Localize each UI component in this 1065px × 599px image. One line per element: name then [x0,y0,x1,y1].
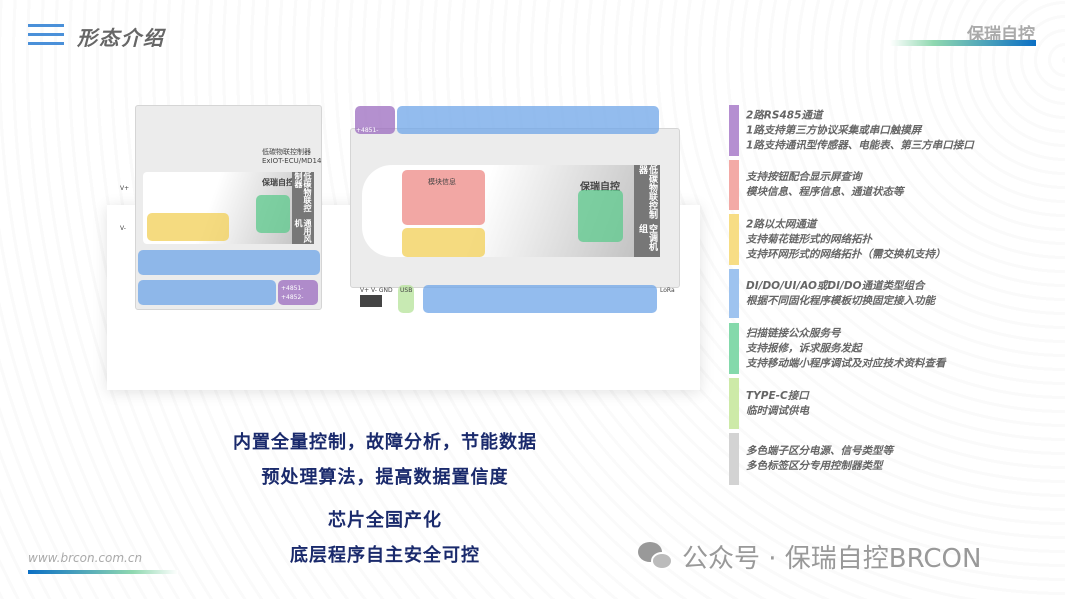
device-side-sub: 通用风机 [294,218,312,243]
ethernet-ports [147,213,229,241]
watermark-text: 公众号 · 保瑞自控BRCON [682,544,982,574]
feature-line: DI/DO/UI/AO或DI/DO通道类型组合 [746,279,925,292]
feature-line: 支持移动端小程序调试及对应技术资料查看 [746,357,946,369]
headline-3: 芯片全国产化 [328,510,442,531]
website-url[interactable]: www.brcon.com.cn [28,551,143,565]
wechat-icon [638,541,674,572]
feature-line: 多色端子区分电源、信号类型等 [746,445,893,457]
device-logo: 保瑞自控 [262,178,294,187]
feature-color-bar [729,323,739,374]
feature-color-bar [729,160,739,210]
usb-label: USB [400,287,413,294]
feature-line: 2路以太网通道 [746,218,817,230]
rs485-1-label: +4851- [281,285,304,292]
device-side-panel: 低碳物联控制器 通用风机 [292,172,314,244]
feature-text: DI/DO/UI/AO或DI/DO通道类型组合根据不同固化程序模板切换固定接入功… [746,279,935,309]
terminal-block-bottom [138,280,276,305]
brand-bar [890,40,1036,46]
v-plus-label: V+ [120,185,130,192]
ethernet-ports [402,228,485,257]
feature-line: 支持环网形式的网络拓扑（需交换机支持） [746,248,946,260]
device-side-label: 低碳物联控制器 [294,172,312,212]
feature-item: 多色端子区分电源、信号类型等多色标签区分专用控制器类型 [729,433,1029,485]
watermark: 公众号 · 保瑞自控BRCON [638,538,981,575]
feature-text: 扫描链接公众服务号支持报修，诉求服务发起支持移动端小程序调试及对应技术资料查看 [746,326,946,371]
feature-item: 2路以太网通道支持菊花链形式的网络拓扑支持环网形式的网络拓扑（需交换机支持） [729,214,1029,265]
feature-line: 1路支持第三方协议采集或串口触摸屏 [746,124,922,136]
feature-item: 支持按钮配合显示屏查询模块信息、程序信息、通道状态等 [729,160,1029,210]
feature-item: 扫描链接公众服务号支持报修，诉求服务发起支持移动端小程序调试及对应技术资料查看 [729,323,1029,374]
rs485-terminals [355,106,395,134]
menu-icon[interactable] [28,24,64,46]
feature-color-bar [729,214,739,265]
feature-text: TYPE-C接口临时调试供电 [746,389,809,419]
page-title: 形态介绍 [77,26,165,50]
qr-code [578,190,623,242]
headline-1: 内置全量控制，故障分析，节能数据 [233,432,537,453]
lora-label: LoRa [660,287,675,294]
feature-line: 支持报修，诉求服务发起 [746,342,862,354]
power-label: V+ V- GND [360,287,393,294]
usb-port[interactable] [398,285,414,313]
headline-2: 预处理算法，提高数据置信度 [261,467,509,488]
device-name: 低碳物联控制器 [262,148,311,156]
feature-line: 1路支持通讯型传感器、电能表、第三方串口接口 [746,139,974,151]
device-side-panel: 低碳物联控制器 空调机组 [634,165,660,257]
feature-line: 支持菊花链形式的网络拓扑 [746,233,872,245]
feature-line: TYPE-C接口 [746,389,809,402]
terminal-block-top [138,250,320,275]
rs485-2-label: +4852- [281,294,304,301]
device-side-sub: 空调机组 [637,224,657,252]
feature-line: 模块信息、程序信息、通道状态等 [746,186,904,198]
feature-line: 多色标签区分专用控制器类型 [746,460,883,472]
rs485-terminals [278,280,318,305]
feature-color-bar [729,433,739,485]
feature-text: 2路以太网通道支持菊花链形式的网络拓扑支持环网形式的网络拓扑（需交换机支持） [746,217,946,262]
feature-item: TYPE-C接口临时调试供电 [729,378,1029,429]
feature-color-bar [729,105,739,156]
feature-color-bar [729,378,739,429]
feature-line: 2路RS485通道 [746,109,823,121]
power-terminal [360,295,382,307]
footer-bar [28,570,178,574]
feature-color-bar [729,269,739,318]
io-terminals-top [397,106,659,134]
screen-title: 模块信息 [428,178,456,186]
display-screen [402,170,485,225]
feature-item: 2路RS485通道 1路支持第三方协议采集或串口触摸屏 1路支持通讯型传感器、电能表… [729,105,1029,156]
feature-text: 多色端子区分电源、信号类型等多色标签区分专用控制器类型 [746,444,893,474]
io-terminals-bottom [423,285,657,313]
headline-4: 底层程序自主安全可控 [290,545,480,566]
device-logo: 保瑞自控 [580,182,620,193]
feature-text: 支持按钮配合显示屏查询模块信息、程序信息、通道状态等 [746,170,904,200]
feature-line: 支持按钮配合显示屏查询 [746,171,862,183]
device-side-label: 低碳物联控制器 [637,165,657,219]
qr-code [256,195,290,233]
feature-line: 根据不同固化程序模板切换固定接入功能 [746,294,935,307]
rs485-1-label: +4851- [356,127,379,134]
v-minus-label: V- [120,225,126,232]
feature-item: DI/DO/UI/AO或DI/DO通道类型组合根据不同固化程序模板切换固定接入功… [729,269,1029,318]
feature-line: 临时调试供电 [746,404,809,417]
device-model: ExIOT-ECU/MD14 [262,157,322,165]
feature-text: 2路RS485通道 1路支持第三方协议采集或串口触摸屏 1路支持通讯型传感器、电能表… [746,108,974,153]
feature-line: 扫描链接公众服务号 [746,327,841,339]
